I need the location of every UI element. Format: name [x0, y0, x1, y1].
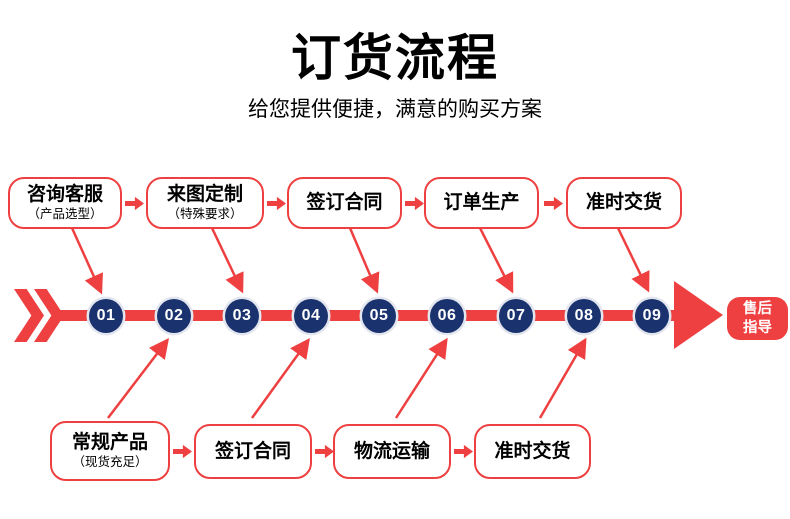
- process-box-sublabel: （产品选型）: [27, 207, 103, 222]
- arrow-right-icon: [125, 196, 144, 211]
- process-box-ontime-delivery-bottom: 准时交货: [474, 424, 591, 479]
- step-circle-05: 05: [362, 299, 396, 333]
- process-box-label: 准时交货: [494, 440, 571, 462]
- arrow-right-icon: [267, 196, 286, 211]
- process-box-label: 来图定制: [166, 184, 243, 206]
- arrowhead-right-icon: [674, 281, 723, 349]
- page-title: 订货流程: [291, 30, 499, 86]
- process-box-ontime-delivery-top: 准时交货: [566, 177, 682, 229]
- process-box-label: 订单生产: [443, 192, 520, 214]
- page-subtitle: 给您提供便捷，满意的购买方案: [248, 98, 542, 121]
- step-circle-03: 03: [225, 299, 259, 333]
- process-box-standard-product: 常规产品 （现货充足）: [50, 421, 170, 481]
- process-box-sign-contract-top: 签订合同: [287, 177, 402, 229]
- step-circle-04: 04: [294, 299, 328, 333]
- process-box-label: 常规产品: [71, 432, 148, 454]
- step-circle-01: 01: [89, 299, 123, 333]
- arrow-right-icon: [315, 444, 334, 459]
- step-circle-06: 06: [430, 299, 464, 333]
- process-box-custom-design: 来图定制 （特殊要求）: [146, 177, 264, 229]
- after-sales-line2: 指导: [743, 319, 772, 336]
- process-box-label: 咨询客服: [26, 184, 103, 206]
- step-circle-09: 09: [635, 299, 669, 333]
- process-box-sign-contract-bottom: 签订合同: [194, 424, 312, 479]
- arrow-right-icon: [454, 444, 473, 459]
- process-box-consult: 咨询客服 （产品选型）: [8, 177, 122, 229]
- step-circle-02: 02: [157, 299, 191, 333]
- after-sales-line1: 售后: [743, 300, 772, 317]
- process-box-label: 签订合同: [214, 440, 291, 462]
- arrow-right-icon: [173, 444, 192, 459]
- arrow-right-icon: [405, 196, 424, 211]
- step-circle-07: 07: [499, 299, 533, 333]
- process-box-sublabel: （特殊要求）: [167, 207, 243, 222]
- process-box-label: 准时交货: [585, 192, 662, 214]
- arrow-right-icon: [544, 196, 563, 211]
- process-box-label: 签订合同: [306, 192, 383, 214]
- after-sales-badge: 售后 指导: [727, 297, 788, 340]
- process-box-sublabel: （现货充足）: [72, 455, 148, 470]
- process-box-production: 订单生产: [424, 177, 539, 229]
- process-box-label: 物流运输: [353, 440, 430, 462]
- step-circle-08: 08: [567, 299, 601, 333]
- process-box-logistics: 物流运输: [333, 424, 451, 479]
